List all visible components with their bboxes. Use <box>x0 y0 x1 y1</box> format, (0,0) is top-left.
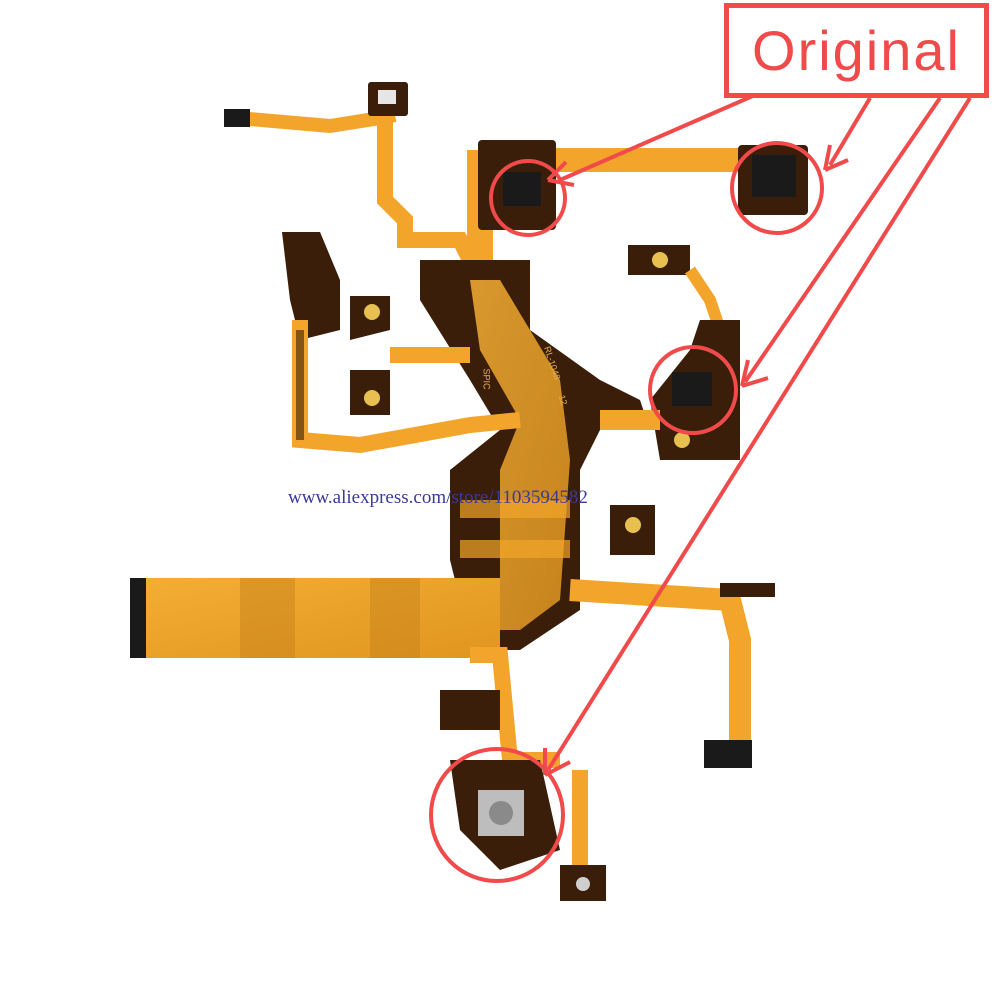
small-connector-icon <box>224 109 250 127</box>
arrow-head-icon <box>740 359 769 388</box>
arrow-line <box>559 93 756 182</box>
arrow-head-icon <box>823 144 849 172</box>
connector-right-icon <box>752 155 796 197</box>
arrow-line <box>743 96 942 384</box>
bottom-joystick-section <box>440 647 606 901</box>
right-down-ribbon <box>569 579 775 768</box>
left-arm <box>282 232 521 454</box>
central-flex-body <box>420 260 650 650</box>
tail-connector-icon <box>704 740 752 768</box>
original-callout-box: Original <box>724 3 989 98</box>
side-marking: SPIC <box>481 368 492 390</box>
contact-pad-icon <box>364 390 380 406</box>
connector-mid-icon <box>672 372 712 406</box>
highlight-circle <box>429 747 565 883</box>
wide-connector-icon <box>130 578 146 658</box>
left-button-pads <box>350 296 470 415</box>
wide-ribbon <box>130 578 500 658</box>
highlight-circles <box>429 141 824 883</box>
arrow-line <box>546 96 972 772</box>
highlight-circle <box>489 159 567 237</box>
highlight-circle <box>730 141 824 235</box>
callout-arrows <box>543 93 972 777</box>
arrow-line <box>828 96 872 167</box>
watermark-text: www.aliexpress.com/store/1103594582 <box>288 487 588 508</box>
highlight-circle <box>648 345 738 435</box>
connector-left-icon <box>503 172 541 206</box>
original-callout-label: Original <box>752 19 961 82</box>
contact-pad-icon <box>364 304 380 320</box>
